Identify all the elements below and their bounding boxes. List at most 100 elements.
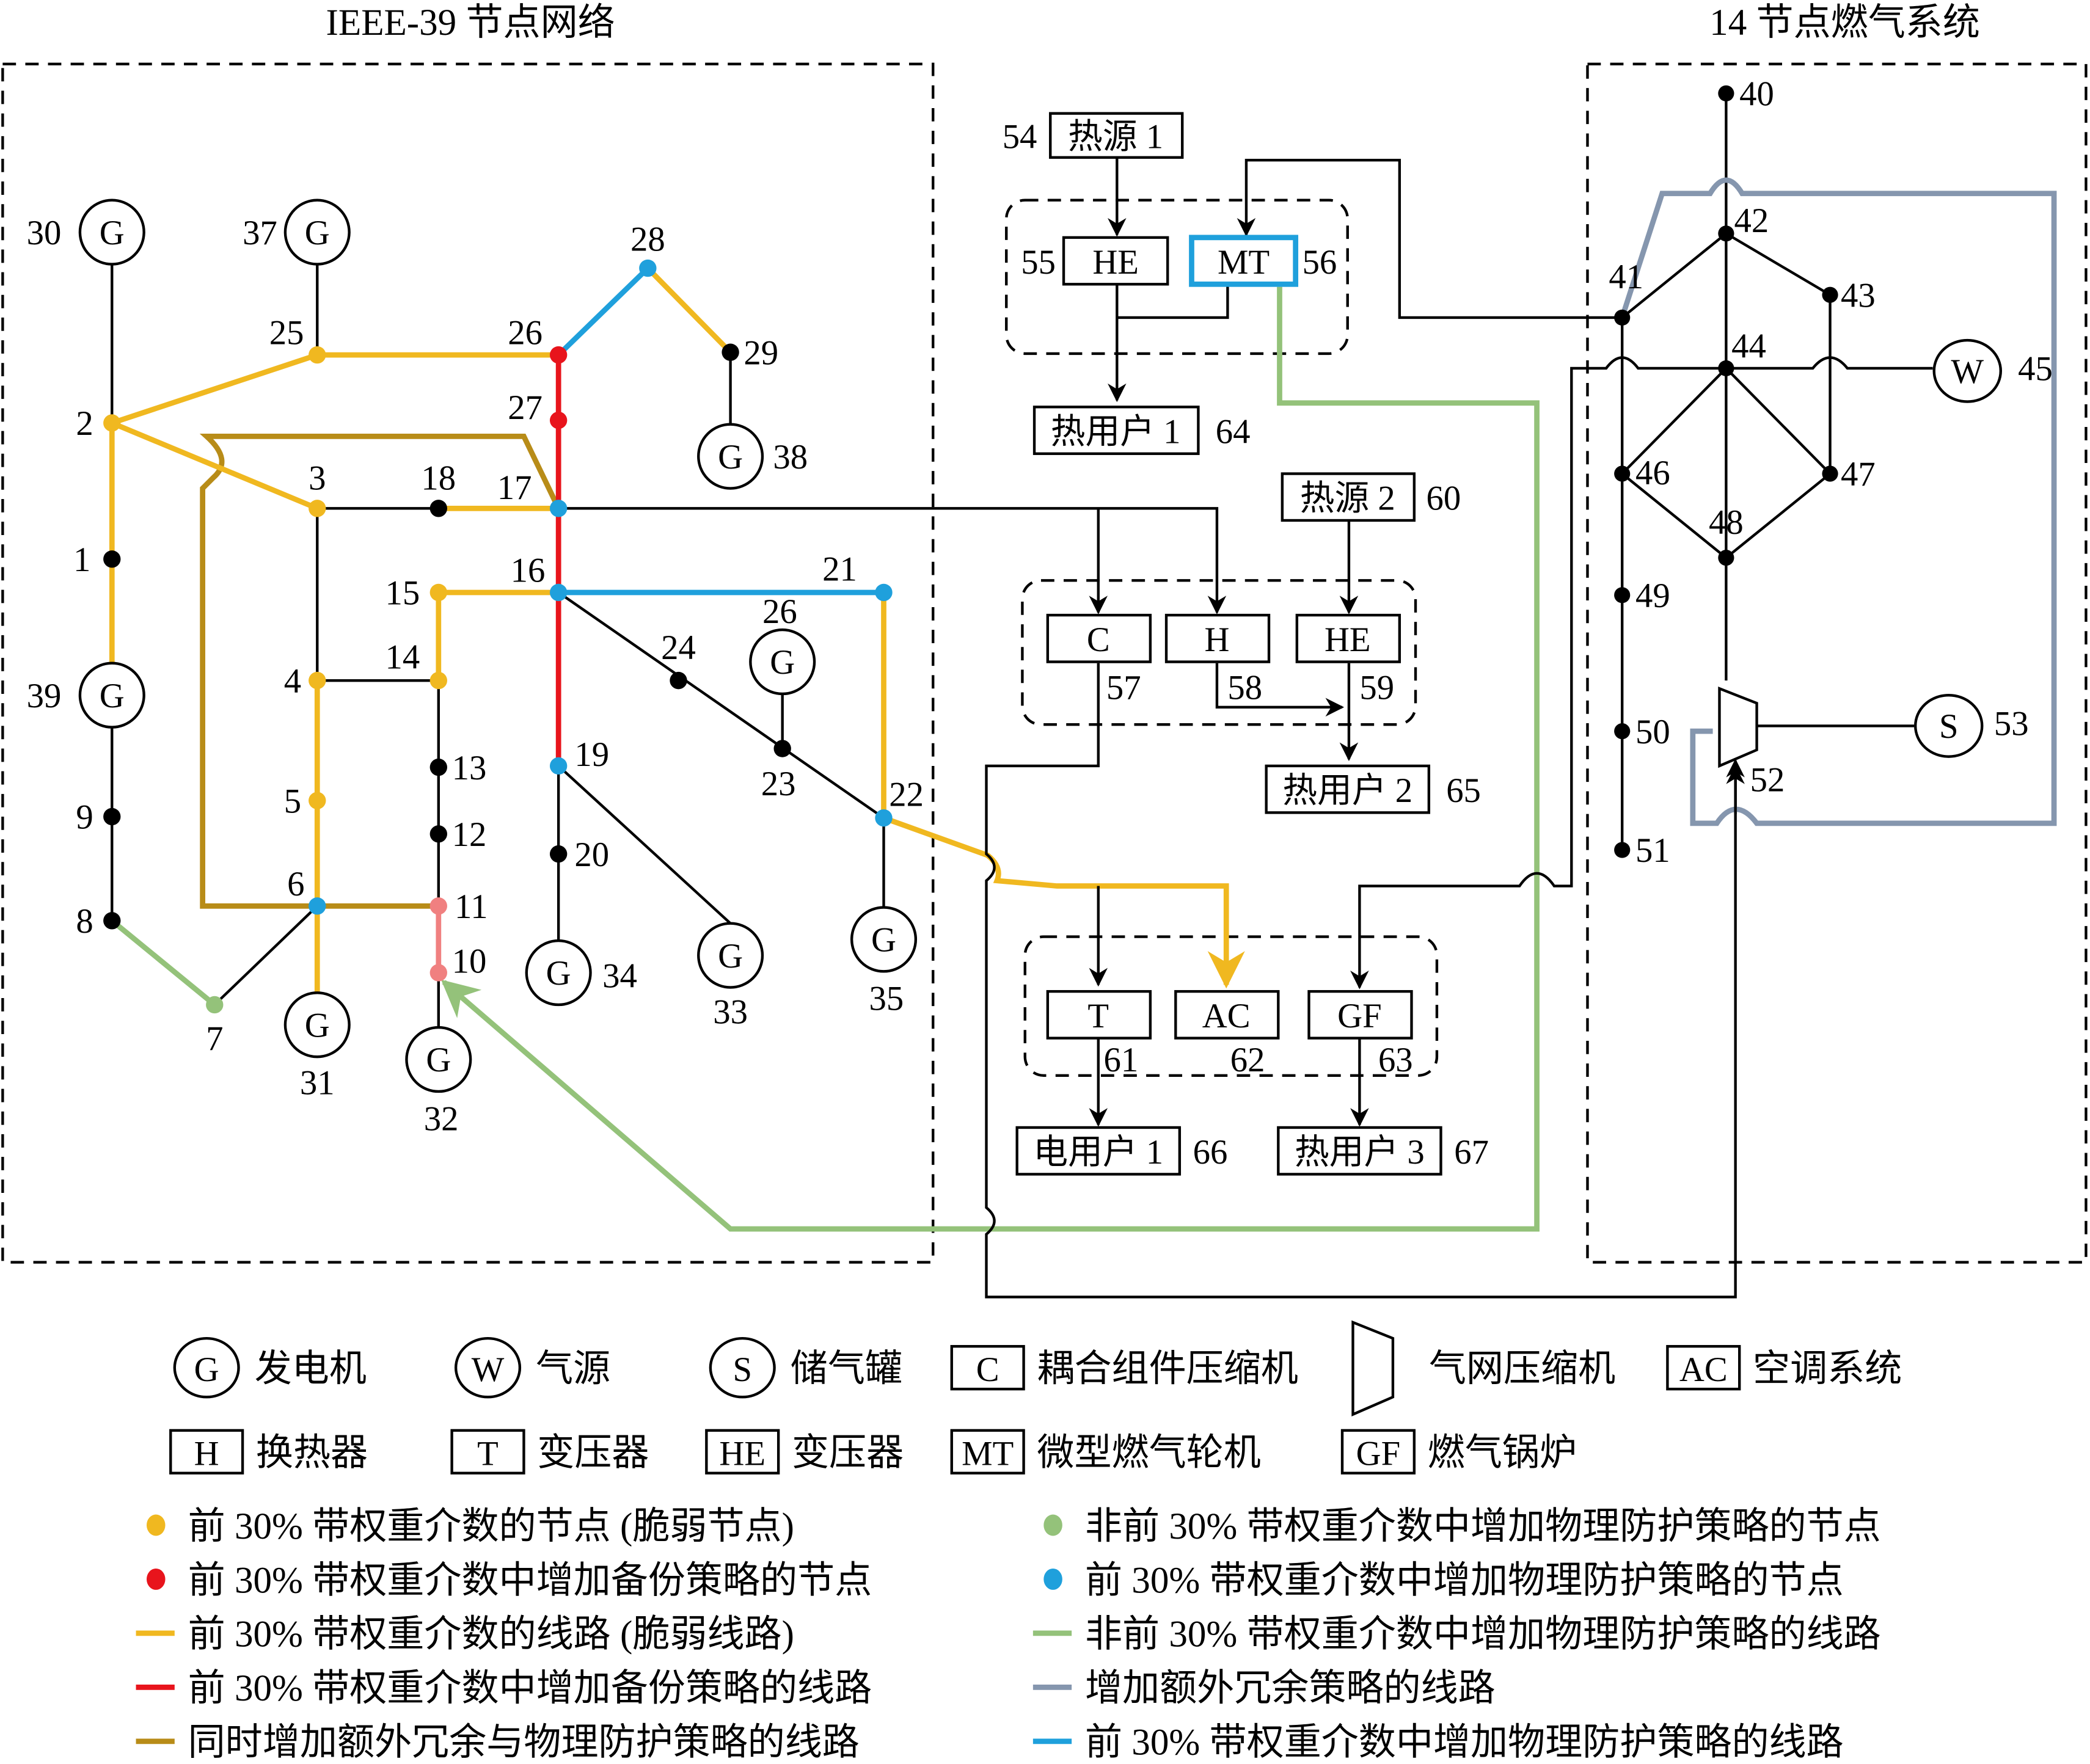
legend-label: 前 30% 带权重介数中增加备份策略的线路	[188, 1668, 872, 1709]
power-network-title: IEEE-39 节点网络	[326, 2, 615, 43]
gas-node-50: 50	[1614, 713, 1670, 751]
legend-symbol-shape	[169, 1429, 244, 1474]
node-label: 3	[309, 459, 326, 498]
node-dot	[1822, 286, 1838, 303]
power-network-region	[1, 62, 935, 1264]
line-h-he	[1215, 663, 1345, 717]
node-label: 23	[761, 765, 796, 803]
component-id: 58	[1227, 669, 1262, 707]
node-dot	[773, 740, 791, 757]
legend-symbol-text: AC	[1679, 1350, 1728, 1389]
node-dot	[103, 550, 121, 568]
node-dot	[429, 583, 447, 602]
line-8-7	[110, 918, 217, 1007]
node-label: 1	[73, 541, 90, 579]
generator-label: 32	[424, 1099, 459, 1138]
component-id: 64	[1216, 412, 1251, 451]
line-41-mt	[1237, 158, 1623, 319]
generator-symbol: G	[718, 937, 743, 975]
node-label: 41	[1609, 258, 1643, 296]
line-2-3	[111, 420, 318, 511]
node-label: 18	[421, 459, 456, 498]
line-28-29	[646, 266, 733, 354]
node-label: 14	[385, 638, 420, 676]
node-label: 28	[630, 221, 665, 259]
generator-symbol: G	[305, 1006, 330, 1044]
gas-system-title: 14 节点燃气系统	[1709, 2, 1980, 43]
power-node-27: 27	[508, 388, 568, 429]
legend-dot	[1043, 1568, 1062, 1590]
gas-node-48: 48	[1709, 503, 1744, 566]
node-dot	[1718, 85, 1734, 102]
node-label: 42	[1734, 202, 1769, 240]
gas-storage-symbol: S	[1939, 707, 1959, 746]
node-dot	[549, 346, 568, 364]
node-dot	[875, 583, 893, 602]
power-node-7: 7	[206, 996, 224, 1058]
line-26-28	[557, 266, 650, 357]
power-node-9: 9	[76, 798, 121, 837]
legend-item-4: 前 30% 带权重介数的线路 (脆弱线路)	[136, 1614, 794, 1655]
legend-label: 前 30% 带权重介数的节点 (脆弱节点)	[188, 1506, 794, 1547]
legend-symbol-label: 变压器	[537, 1433, 649, 1474]
legend-symbol-shape	[1666, 1345, 1741, 1391]
legend-symbol-shape	[1340, 1429, 1416, 1474]
node-label: 5	[284, 782, 301, 820]
legend-symbol-label: 储气罐	[791, 1349, 902, 1390]
component-label: C	[1087, 621, 1110, 659]
generator-32: G32	[405, 1026, 472, 1138]
line-44-to-gf	[1358, 356, 1726, 985]
power-node-5: 5	[284, 782, 326, 820]
node-dot	[429, 758, 447, 776]
component-id: 62	[1230, 1041, 1265, 1079]
generator-label: 33	[713, 993, 748, 1032]
node-label: 4	[284, 662, 301, 701]
component-label: 电用户 1	[1033, 1133, 1163, 1172]
legend-symbol-shape	[450, 1429, 525, 1474]
node-label: 49	[1635, 577, 1670, 615]
node-dot	[549, 500, 568, 517]
gas-system-region	[1586, 62, 2088, 1264]
node-dot	[1614, 723, 1631, 740]
node-dot	[309, 671, 326, 690]
legend-item-8: 同时增加额外冗余与物理防护策略的线路	[136, 1722, 860, 1763]
node-dot	[1718, 225, 1734, 242]
generator-symbol: G	[305, 214, 330, 252]
component-label: T	[1087, 997, 1109, 1035]
legend-symbol-text: GF	[1356, 1435, 1401, 1473]
gas-compressor-52: 52	[1718, 687, 1785, 814]
legend-label: 前 30% 带权重介数的线路 (脆弱线路)	[188, 1614, 794, 1655]
power-node-21: 21	[822, 550, 893, 602]
legend-label: 非前 30% 带权重介数中增加物理防护策略的线路	[1085, 1614, 1881, 1655]
gas-node-44: 44	[1718, 327, 1766, 377]
node-label: 46	[1635, 454, 1670, 492]
gas-node-43: 43	[1822, 276, 1876, 315]
gas-source-label: 45	[2018, 350, 2053, 388]
node-label: 44	[1731, 327, 1766, 365]
node-label: 12	[452, 815, 487, 854]
component-label: H	[1204, 621, 1229, 659]
generator-39: G39	[27, 662, 145, 729]
legend-item-0: 前 30% 带权重介数的节点 (脆弱节点)	[146, 1506, 794, 1547]
legend-symbol-label: 气网压缩机	[1429, 1349, 1615, 1390]
line-44-47	[1725, 367, 1832, 475]
legend-symbol-shape	[1351, 1320, 1395, 1416]
power-node-26: 26	[508, 314, 568, 364]
node-dot	[1614, 465, 1631, 482]
node-dot	[309, 792, 326, 809]
power-node-20: 20	[549, 836, 609, 874]
generator-35: G35	[850, 906, 918, 1018]
generator-label: 39	[27, 677, 62, 715]
generator-30: G30	[27, 199, 145, 266]
legend-symbol-text: MT	[962, 1435, 1014, 1473]
